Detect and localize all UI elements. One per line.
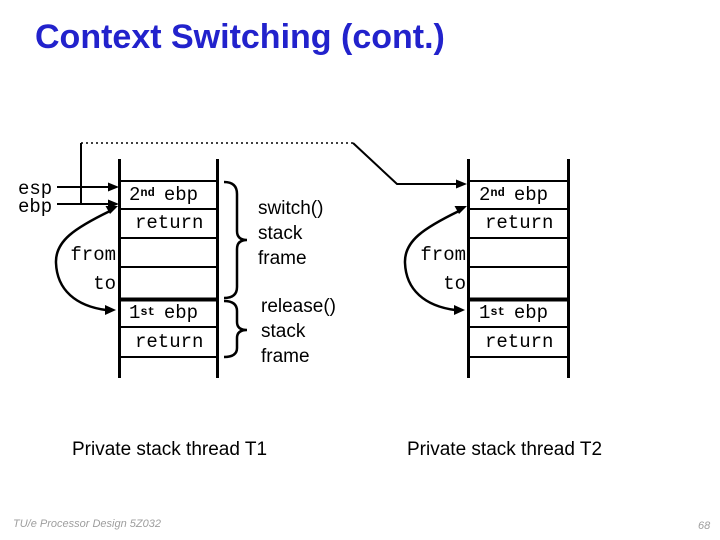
release-frame-line: frame — [261, 346, 310, 367]
right-from-label: from — [420, 244, 466, 266]
release-frame-line: release() — [261, 296, 336, 317]
cell-text: ebp — [513, 183, 549, 206]
right-to-label: to — [443, 273, 466, 295]
release-stack-frame-label: release() stack frame — [261, 294, 336, 369]
right-stack-caption: Private stack thread T2 — [407, 439, 603, 460]
footer-course-label: TU/e Processor Design 5Z032 — [13, 518, 161, 530]
esp-arrow — [57, 182, 119, 192]
left-stack-cell-empty — [119, 238, 217, 267]
switch-frame-line: switch() — [258, 198, 324, 219]
page-title: Context Switching (cont.) — [35, 18, 445, 56]
right-stack-rails — [467, 159, 570, 378]
cell-text: return — [135, 330, 204, 353]
cell-text: 1 — [479, 302, 491, 324]
switch-frame-line: stack — [258, 223, 303, 244]
release-frame-brace — [223, 299, 248, 359]
right-stack-cell-return: return — [468, 327, 568, 357]
left-from-to-curve — [54, 206, 118, 315]
esp-register-label: esp — [18, 178, 53, 200]
cell-text: ebp — [163, 183, 199, 206]
cell-text: 2 — [479, 183, 491, 206]
switch-frame-brace — [223, 180, 248, 300]
cell-text: 2 — [129, 183, 141, 206]
footer-page-number: 68 — [698, 520, 711, 532]
release-frame-line: stack — [261, 321, 306, 342]
cell-text: return — [485, 330, 554, 353]
left-stack-cell-empty — [119, 267, 217, 299]
switch-frame-line: frame — [258, 248, 307, 269]
left-from-label: from — [70, 244, 116, 266]
cell-text: ebp — [163, 302, 199, 324]
right-stack-cell-empty — [468, 267, 568, 299]
left-stack-cell-return: return — [119, 209, 217, 238]
cell-text: ebp — [513, 302, 549, 324]
left-stack-cell-lines — [119, 180, 217, 358]
cell-text: return — [485, 212, 554, 234]
left-stack-cell-return: return — [119, 327, 217, 357]
cell-text: return — [135, 212, 204, 234]
right-stack-cell-lines — [468, 180, 568, 358]
esp-to-right-stack-connector — [80, 142, 467, 204]
right-stack-cell-empty — [468, 238, 568, 267]
right-stack-cell-return: return — [468, 209, 568, 238]
left-to-label: to — [93, 273, 116, 295]
ebp-register-label: ebp — [18, 196, 53, 218]
left-stack-rails — [118, 159, 219, 378]
right-from-to-curve — [403, 206, 467, 315]
cell-text: 1 — [129, 302, 141, 324]
left-stack-caption: Private stack thread T1 — [72, 439, 268, 460]
switch-stack-frame-label: switch() stack frame — [258, 196, 323, 271]
